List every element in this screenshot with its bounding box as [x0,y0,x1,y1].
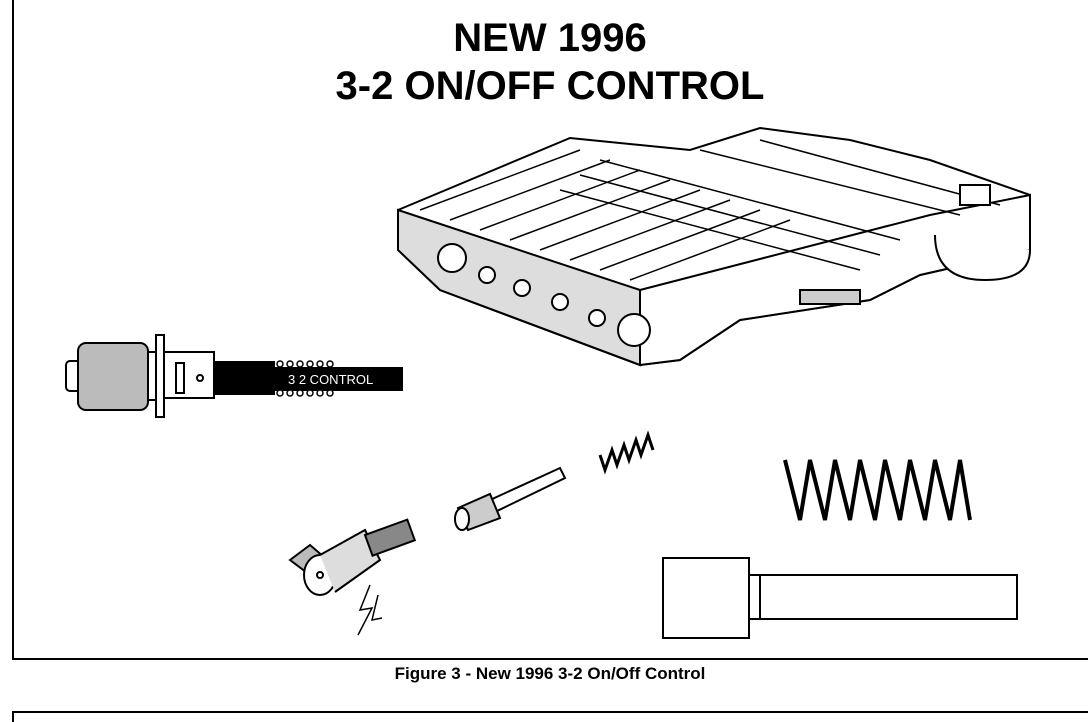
solenoid-with-clip [288,518,417,636]
figure-title-line1: NEW 1996 [453,16,647,60]
valve [662,557,1018,639]
valve-body [397,126,1031,367]
figure-caption: Figure 3 - New 1996 3-2 On/Off Control [394,664,706,683]
pin [454,466,567,532]
figure-frame [12,0,1088,660]
small-spring [598,430,655,475]
solenoid-label: 3 2 CONTROL [288,372,373,387]
bottom-rule [12,711,1088,722]
figure-title-line2: 3-2 ON/OFF CONTROL [335,64,765,108]
large-spring [783,459,972,521]
3-2-control-solenoid [65,334,403,418]
